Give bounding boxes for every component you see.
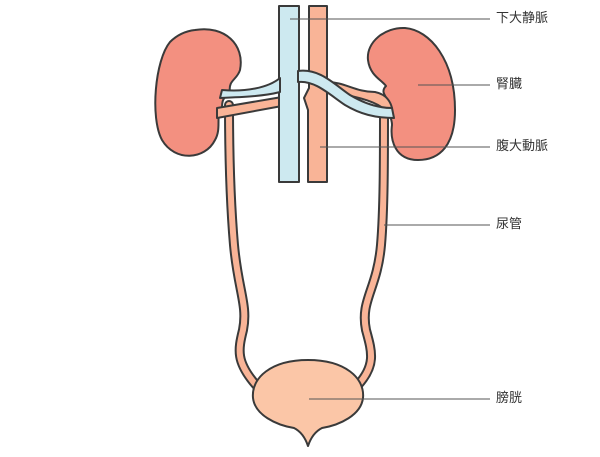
left-renal-artery bbox=[216, 96, 283, 119]
left-kidney bbox=[154, 28, 242, 157]
left-renal-vein bbox=[219, 77, 281, 99]
label-bladder: 膀胱 bbox=[496, 391, 523, 406]
inferior-vena-cava bbox=[278, 5, 300, 183]
left-ureter-fill bbox=[226, 102, 259, 388]
label-aorta: 腹大動脈 bbox=[496, 139, 549, 154]
label-ureter: 尿管 bbox=[496, 217, 523, 232]
abdominal-aorta bbox=[303, 5, 328, 183]
label-vena-cava: 下大静脈 bbox=[496, 11, 549, 26]
label-kidney: 腎臓 bbox=[496, 77, 523, 92]
right-renal-vein bbox=[297, 69, 395, 119]
right-ureter-fill bbox=[355, 107, 387, 388]
bladder bbox=[251, 359, 365, 447]
